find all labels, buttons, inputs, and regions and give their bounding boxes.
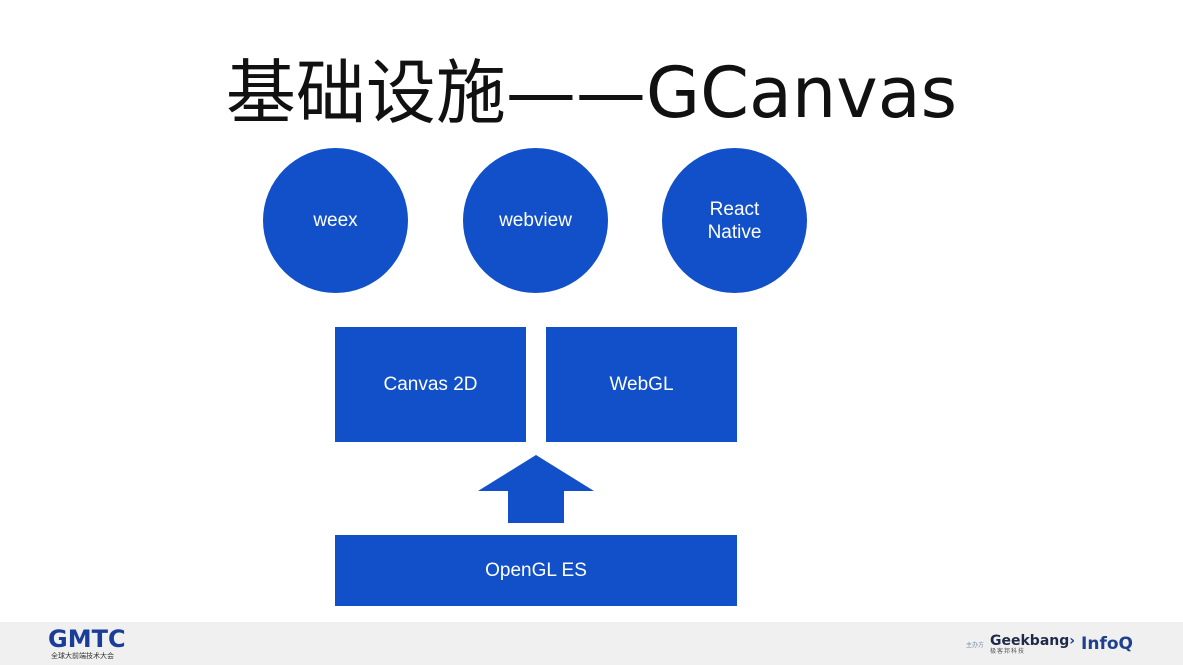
gmtc-logo: GMTC 全球大前端技术大会 bbox=[48, 627, 138, 661]
sponsor-label: 主办方 bbox=[965, 641, 984, 649]
sponsor-logos: 主办方 Geekbang› 极客邦科技 InfoQ bbox=[966, 630, 1133, 658]
slide-footer: GMTC 全球大前端技术大会 主办方 Geekbang› 极客邦科技 InfoQ bbox=[0, 622, 1183, 665]
slide-title: 基础设施——GCanvas bbox=[225, 52, 958, 134]
infoq-logo: InfoQ bbox=[1081, 634, 1133, 654]
geekbang-logo-text: Geekbang bbox=[990, 632, 1070, 649]
geekbang-logo-subtitle: 极客邦科技 bbox=[990, 647, 1026, 655]
gmtc-logo-subtitle: 全球大前端技术大会 bbox=[51, 652, 114, 660]
gmtc-logo-text: GMTC bbox=[48, 625, 126, 653]
runtime-node-webview: webview bbox=[463, 148, 608, 293]
up-arrow-icon bbox=[478, 455, 594, 523]
runtime-node-weex: weex bbox=[263, 148, 408, 293]
runtime-node-react-native: React Native bbox=[662, 148, 807, 293]
api-box-canvas-2d: Canvas 2D bbox=[335, 327, 526, 442]
geekbang-logo: Geekbang› 极客邦科技 bbox=[990, 634, 1075, 655]
geekbang-chevron-icon: › bbox=[1069, 632, 1076, 649]
api-box-webgl: WebGL bbox=[546, 327, 737, 442]
backend-box-opengl-es: OpenGL ES bbox=[335, 535, 737, 606]
